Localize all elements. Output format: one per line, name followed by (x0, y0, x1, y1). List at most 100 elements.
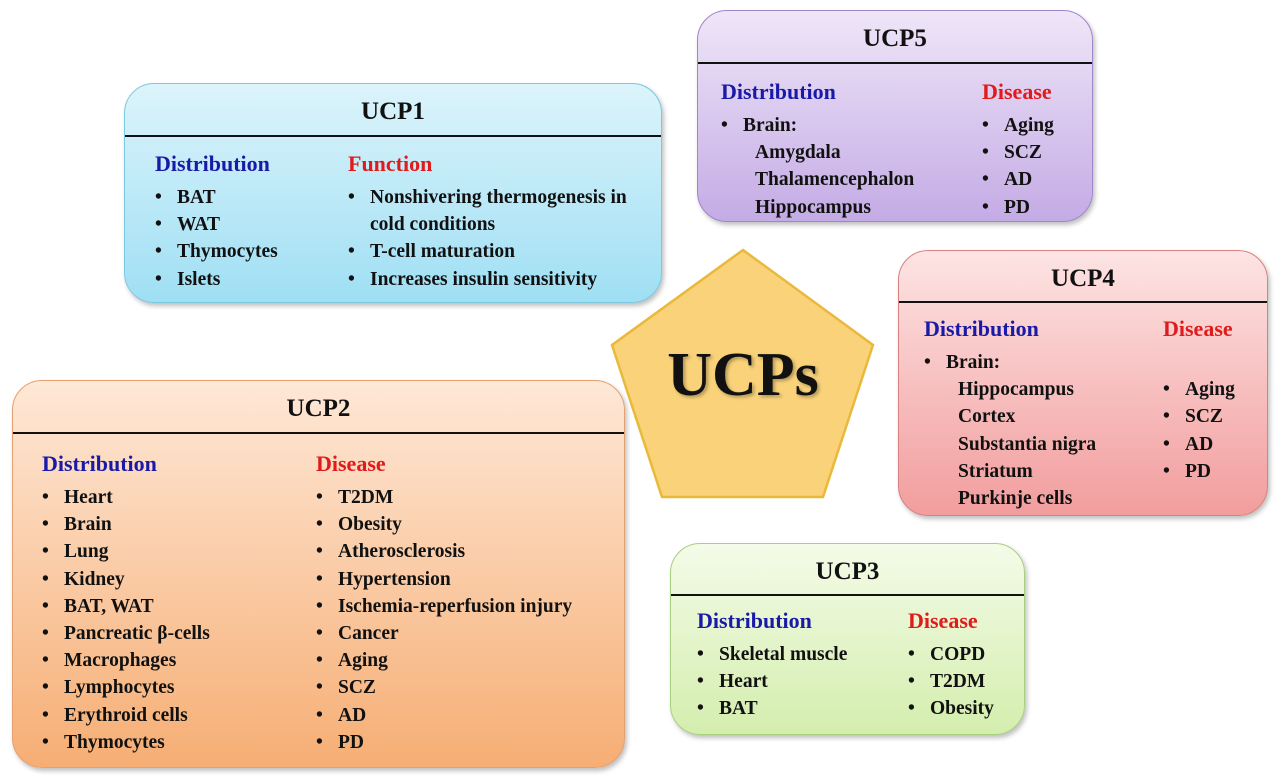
ucp4-left-subitem: Substantia nigra (958, 433, 1097, 455)
bullet-icon: • (908, 644, 915, 665)
ucp2-right-item-text: SCZ (338, 677, 376, 699)
ucp4-right-item: •Aging (1163, 376, 1268, 403)
bullet-icon: • (42, 541, 49, 563)
bullet-icon: • (348, 187, 355, 208)
ucp2-right-item-text: T2DM (338, 487, 394, 508)
bullet-icon: • (721, 115, 728, 136)
bullet-icon: • (348, 268, 355, 290)
bullet-icon: • (42, 731, 49, 753)
ucp2-right-item-text: AD (338, 704, 367, 726)
ucp2-right-item-text: Obesity (338, 514, 402, 536)
ucps-label: UCPs (667, 341, 819, 409)
ucp3-left-item-text: Heart (719, 671, 768, 693)
ucp2-left-header: Distribution (42, 451, 157, 476)
ucp1-left-header: Distribution (155, 151, 270, 176)
ucp2-right-item: • SCZ (316, 674, 616, 701)
ucp2-right-item-text: Cancer (338, 623, 399, 645)
ucp4-right-item: • PD (1163, 458, 1268, 485)
ucp1-right-item: • T-cell maturation (348, 238, 648, 265)
bullet-icon: • (982, 115, 989, 136)
ucp5-right-item-text: AD (1004, 169, 1033, 191)
ucp1-left-item: •WAT (155, 211, 278, 238)
ucp2-right-header: Disease (316, 451, 386, 476)
ucp2-left-item: •Erythroid cells (42, 702, 210, 729)
bullet-icon: • (42, 514, 49, 536)
ucp3-title: UCP3 (815, 558, 880, 585)
ucp3-left-item: • Heart (697, 668, 847, 695)
ucp2-right-item: •AD (316, 702, 616, 729)
ucp4-right-item-text: PD (1185, 460, 1211, 482)
bullet-icon: • (982, 196, 989, 218)
bullet-icon: • (1163, 433, 1170, 455)
ucp3-right-item-text: Obesity (930, 698, 994, 720)
ucp1-left-item: •Islets (155, 266, 278, 293)
ucp3-left-item: •Skeletal muscle (697, 641, 847, 668)
ucp5-right-header: Disease (982, 79, 1052, 104)
ucp3-right-item: •Obesity (908, 695, 1023, 722)
ucp1-left-item-text: WAT (177, 214, 220, 236)
bullet-icon: • (42, 595, 49, 617)
ucp3-title-divider (671, 594, 1024, 596)
ucp1-left-item: •Thymocytes (155, 238, 278, 265)
ucp1-left-item-text: Islets (177, 268, 221, 290)
ucp4-left-subitem: Hippocampus (958, 379, 1074, 401)
ucp5-left-header: Distribution (721, 79, 836, 104)
ucp2-right-column: Disease•T2DM•Obesity•Atherosclerosis•Hyp… (316, 450, 616, 756)
ucp2-left-item-text: Lung (64, 541, 109, 563)
ucp1-left-item-text: BAT (177, 187, 216, 208)
ucp4-left-subitem: Striatum (958, 460, 1033, 482)
ucp1-left-item-text: Thymocytes (177, 241, 278, 263)
bullet-icon: • (697, 671, 704, 693)
bullet-icon: • (316, 731, 323, 753)
ucp5-left-subitem: Thalamencephalon (755, 169, 915, 191)
ucp1-right-item: •Nonshivering thermogenesis in cold cond… (348, 184, 648, 238)
ucp2-right-item-text: Hypertension (338, 568, 451, 590)
ucp1-title: UCP1 (361, 98, 425, 125)
bullet-icon: • (316, 568, 323, 590)
bullet-icon: • (316, 677, 323, 699)
ucp4-right-item-text: AD (1185, 433, 1214, 455)
ucp5-right-item-text: PD (1004, 196, 1030, 218)
ucp1-left-item: •BAT (155, 184, 278, 211)
ucp4-right-item-text: SCZ (1185, 406, 1223, 428)
ucp3-left-item-text: Skeletal muscle (719, 644, 848, 665)
ucp4-right-header: Disease (1163, 316, 1233, 341)
ucp2-left-item: •Kidney (42, 566, 210, 593)
bullet-icon: • (316, 650, 323, 672)
bullet-icon: • (1163, 406, 1170, 428)
ucp2-left-item-text: Thymocytes (64, 731, 165, 753)
bullet-icon: • (697, 698, 704, 720)
ucp4-left-subitem: Cortex (958, 406, 1016, 428)
ucp1-left-column: Distribution •BAT•WAT•Thymocytes•Islets (155, 150, 278, 293)
ucp2-right-item: •Cancer (316, 620, 616, 647)
ucp4-left-subitem: Purkinje cells (958, 488, 1073, 510)
ucp2-left-item-text: Erythroid cells (64, 704, 188, 726)
ucp2-right-item-text: Ischemia-reperfusion injury (338, 595, 573, 617)
ucp4-spacer (1163, 349, 1268, 376)
ucp1-right-item-text: T-cell maturation (370, 241, 515, 263)
ucp5-right-item: •AD (982, 166, 1092, 193)
ucp2-left-item: •BAT, WAT (42, 593, 210, 620)
ucp2-left-item-text: Macrophages (64, 650, 177, 672)
ucp4-left-item: •Brain: (924, 349, 1096, 376)
bullet-icon: • (1163, 379, 1170, 401)
ucp2-right-item-text: Aging (338, 650, 388, 672)
bullet-icon: • (1163, 460, 1170, 482)
ucp5-right-item: • PD (982, 194, 1092, 221)
bullet-icon: • (348, 241, 355, 263)
ucp2-title: UCP2 (286, 395, 351, 422)
bullet-icon: • (924, 352, 931, 373)
ucp4-right-item: • SCZ (1163, 403, 1268, 430)
ucp1-right-column: Function•Nonshivering thermogenesis in c… (348, 150, 648, 293)
ucp5-left-item: •Brain: (721, 112, 914, 139)
bullet-icon: • (42, 677, 49, 699)
ucp4-right-column: Disease •Aging•SCZ•AD•PD (1163, 315, 1268, 485)
ucp2-left-item-text: Heart (64, 487, 113, 508)
pentagon-shape (610, 248, 875, 499)
ucp3-left-item-text: BAT (719, 698, 758, 720)
